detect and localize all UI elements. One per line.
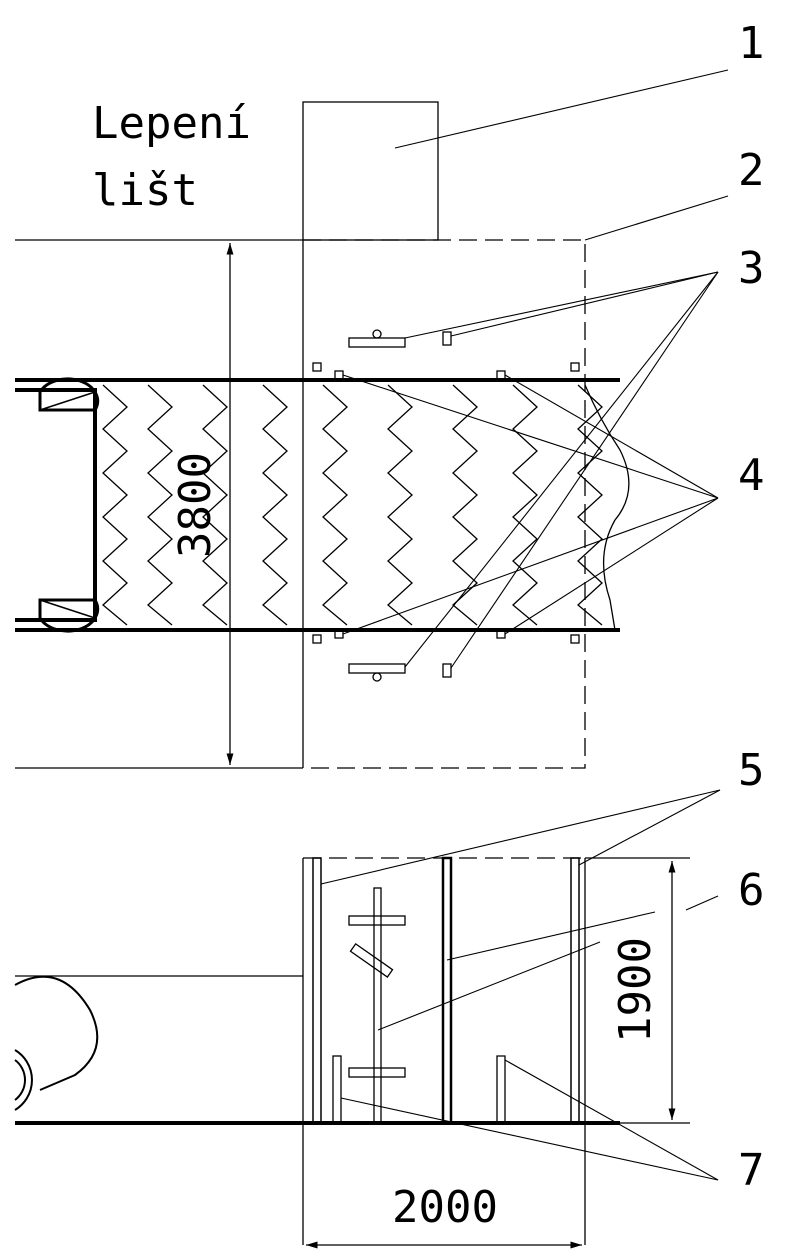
- wheel-bottom: [38, 598, 100, 633]
- zigzag-column: [202, 384, 228, 626]
- car-silhouette: [14, 975, 99, 1091]
- marker-square: [496, 370, 506, 380]
- callout-1: 1: [738, 18, 765, 69]
- stand-pole: [373, 887, 382, 1124]
- zigzag-column: [322, 384, 348, 626]
- wheel-bottom-line: [39, 599, 96, 619]
- leader-7a: [340, 1097, 719, 1181]
- tool-bar-bottom: [348, 663, 406, 674]
- title-line-2: lišt: [92, 165, 198, 216]
- leader-lines-bottom: [320, 789, 721, 1181]
- zigzag-column: [262, 384, 288, 626]
- side-view: [14, 856, 690, 1249]
- leader-5b: [578, 789, 721, 866]
- leader-1: [394, 69, 729, 149]
- dimension-2000-label: 2000: [392, 1182, 498, 1233]
- small-post-right: [496, 1055, 506, 1123]
- vehicle-front: [15, 388, 97, 622]
- zigzag-column: [147, 384, 173, 626]
- marker-square: [312, 634, 322, 644]
- callout-4: 4: [738, 450, 765, 501]
- plan-view: [15, 101, 630, 769]
- small-post: [332, 1055, 342, 1124]
- callout-6: 6: [738, 865, 765, 916]
- leader-3a: [404, 271, 719, 339]
- stand-bar-bottom: [348, 1067, 406, 1078]
- tool-knob-top: [372, 329, 382, 339]
- marker-square: [312, 362, 322, 372]
- tool-bar-top: [348, 337, 406, 348]
- marker-square: [570, 362, 580, 372]
- leader-6c: [685, 895, 719, 911]
- vehicle-rear-edge: [584, 384, 630, 631]
- tool-clamp-top: [442, 331, 452, 346]
- zigzag-hatching: [102, 384, 603, 626]
- vertical-rail: [441, 856, 453, 1125]
- leader-7b: [504, 1059, 719, 1181]
- zigzag-column: [577, 384, 603, 626]
- car-wheel-inner: [14, 1059, 26, 1101]
- zigzag-column: [102, 384, 128, 626]
- leader-4c: [342, 497, 719, 635]
- callout-5: 5: [738, 745, 765, 796]
- leader-4d: [504, 497, 719, 635]
- zigzag-column: [512, 384, 538, 626]
- callout-7: 7: [738, 1145, 765, 1196]
- stand-bar-top: [348, 915, 406, 926]
- marker-square: [570, 634, 580, 644]
- dimension-1900-label: 1900: [610, 937, 661, 1043]
- stand-bar-tilted: [349, 942, 394, 978]
- zigzag-column: [452, 384, 478, 626]
- work-zone-dashed: [303, 239, 586, 769]
- leader-lines-top: [342, 69, 729, 669]
- leader-3c: [404, 271, 719, 668]
- post-left: [312, 857, 322, 1124]
- wheel-top-line: [39, 391, 96, 411]
- leader-6a: [446, 911, 656, 961]
- callout-3: 3: [738, 243, 765, 294]
- leader-3d: [450, 271, 719, 669]
- dimension-3800-label: 3800: [170, 452, 221, 558]
- leader-4a: [342, 374, 719, 499]
- workbench-box: [302, 101, 439, 241]
- title-line-1: Lepení: [92, 98, 251, 149]
- callout-2: 2: [738, 145, 765, 196]
- leader-5a: [320, 789, 721, 885]
- leader-4b: [504, 374, 719, 499]
- marker-square: [334, 370, 344, 380]
- tool-clamp-bottom: [442, 663, 452, 678]
- zigzag-column: [387, 384, 413, 626]
- leader-3b: [450, 271, 719, 337]
- car-wheel: [14, 1049, 33, 1111]
- leader-2: [584, 195, 729, 241]
- leader-6b: [377, 941, 601, 1031]
- wheel-top: [38, 377, 100, 412]
- post-right: [570, 857, 580, 1124]
- tool-knob-bottom: [372, 672, 382, 682]
